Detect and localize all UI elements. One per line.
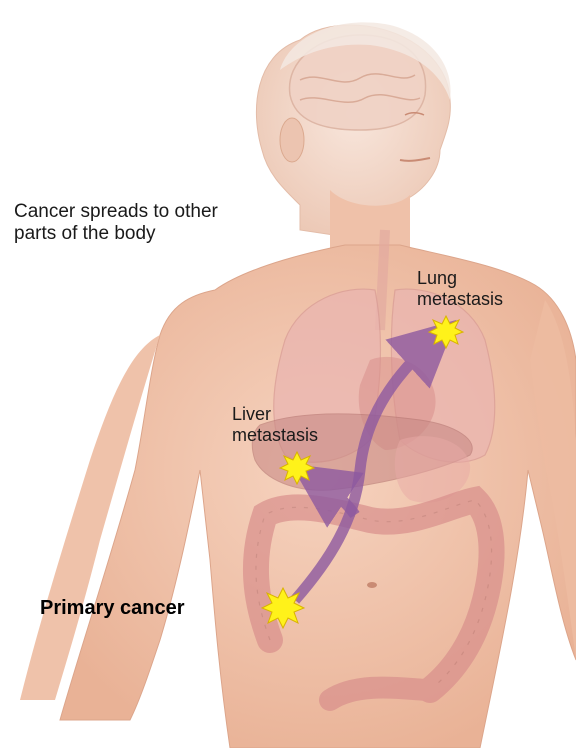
- caption-line-1: Cancer spreads to other: [14, 201, 218, 223]
- liver-label-line-2: metastasis: [232, 425, 318, 446]
- lung-metastasis-label: Lung metastasis: [417, 268, 503, 309]
- trachea: [380, 230, 385, 330]
- primary-cancer-label: Primary cancer: [40, 597, 185, 620]
- lung-label-line-2: metastasis: [417, 289, 503, 310]
- tumor-primary: [262, 588, 304, 628]
- primary-label-text: Primary cancer: [40, 597, 185, 620]
- tumor-lung: [429, 316, 463, 348]
- caption-line-2: parts of the body: [14, 223, 218, 245]
- navel: [367, 582, 377, 588]
- tumor-liver: [280, 452, 314, 484]
- liver-label-line-1: Liver: [232, 404, 318, 425]
- caption: Cancer spreads to other parts of the bod…: [14, 201, 218, 245]
- lung-label-line-1: Lung: [417, 268, 503, 289]
- liver-metastasis-label: Liver metastasis: [232, 404, 318, 445]
